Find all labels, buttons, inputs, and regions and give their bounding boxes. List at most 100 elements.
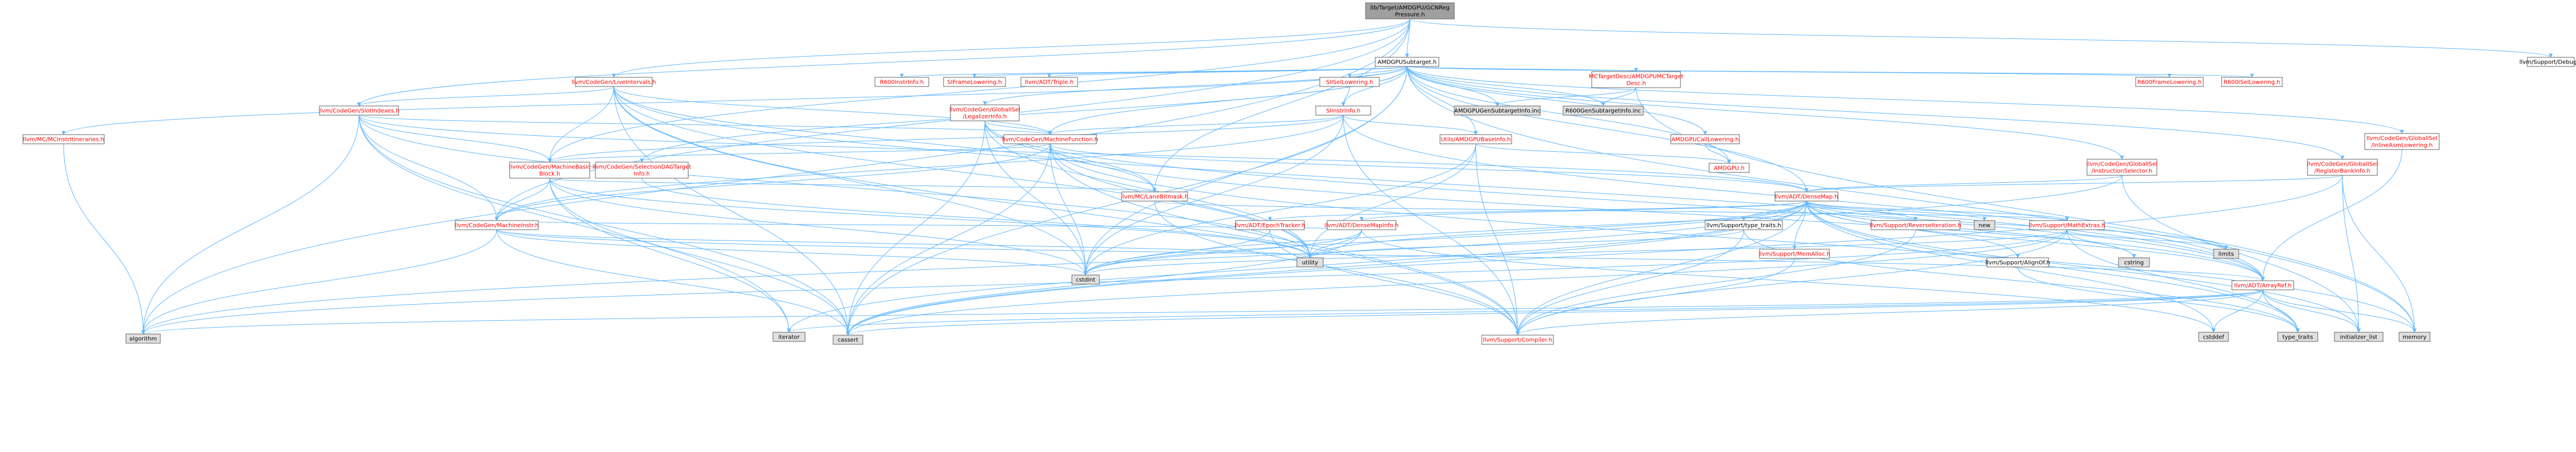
node-alignof: llvm/Support/AlignOf.h	[1986, 257, 2050, 268]
edge-slotindexes-to-machinebasicblock	[358, 115, 552, 163]
node-triple[interactable]: llvm/ADT/Triple.h	[1020, 77, 1078, 87]
edge-registerbankinfo-to-densemap	[1804, 175, 2343, 192]
edge-densemap-to-epochtracker	[1268, 201, 1807, 221]
node-label-liveintervals-0: llvm/CodeGen/LiveIntervals.h	[571, 80, 656, 86]
edge-siinstrinfo-to-cstdint	[1083, 115, 1344, 276]
node-siinstrinfo[interactable]: SIInstrInfo.h	[1315, 105, 1371, 116]
node-amdgpucalllowering[interactable]: AMDGPUCallLowering.h	[1670, 134, 1740, 144]
node-label-memory-0: memory	[2403, 335, 2427, 341]
node-box-siisellowering	[1319, 77, 1380, 87]
node-reverseiteration[interactable]: llvm/Support/ReverseIteration.h	[1870, 220, 1962, 230]
node-cstring: cstring	[2118, 257, 2150, 268]
edge-densemapinfo-to-cstddef	[1361, 229, 2216, 333]
node-box-arrayref	[2231, 280, 2294, 290]
node-densemapinfo[interactable]: llvm/ADT/DenseMapInfo.h	[1324, 220, 1399, 230]
edge-mathextras-to-cstdint	[1083, 229, 2068, 276]
edge-densemap-to-initializer_list	[1806, 201, 2361, 333]
edge-slotindexes-to-densemap	[358, 115, 1809, 192]
node-label-algorithm-0: algorithm	[129, 336, 157, 343]
node-label-alignof-0: llvm/Support/AlignOf.h	[1986, 260, 2050, 266]
node-r600instrinfo[interactable]: R600InstrInfo.h	[874, 77, 929, 87]
edge-amdgpubaseinfo-to-cstdint	[1083, 143, 1476, 276]
node-box-machinebasicblock	[509, 162, 590, 179]
node-r600gensubtargetinfo: R600GenSubtargetInfo.inc	[1563, 105, 1644, 116]
node-amdgpuh[interactable]: AMDGPU.h	[1709, 163, 1750, 173]
node-box-siinstrinfo	[1315, 105, 1371, 116]
node-label-legalizerinfo-1: /LegalizerInfo.h	[963, 114, 1007, 120]
node-siframelowering[interactable]: SIFrameLowering.h	[943, 77, 1006, 87]
edge-root-to-algorithm	[141, 18, 1410, 335]
node-label-new-0: new	[1979, 223, 1991, 229]
edge-amdgpusubtarget-to-registerbankinfo	[1407, 66, 2345, 160]
node-label-limits-0: limits	[2218, 251, 2234, 258]
node-box-amdgpusubtarget	[1375, 57, 1439, 67]
node-box-inlineasmlowering	[2364, 133, 2440, 150]
edge-densemap-to-algorithm	[141, 201, 1807, 335]
node-liveintervals[interactable]: llvm/CodeGen/LiveIntervals.h	[571, 77, 656, 87]
node-lanebitmask[interactable]: llvm/MC/LaneBitmask.h	[1121, 191, 1189, 202]
node-siisellowering[interactable]: SIISelLowering.h	[1319, 77, 1380, 87]
node-slotindexes[interactable]: llvm/CodeGen/SlotIndexes.h	[318, 105, 400, 116]
edge-siinstrinfo-to-compiler	[1343, 115, 1520, 336]
edge-machinebasicblock-to-iterator	[549, 178, 791, 333]
node-arrayref[interactable]: llvm/ADT/ArrayRef.h	[2231, 280, 2294, 290]
node-mathextras[interactable]: llvm/Support/MathExtras.h	[2029, 220, 2105, 230]
edges-layer	[61, 18, 2553, 336]
node-registerbankinfo[interactable]: llvm/CodeGen/GlobalISel/RegisterBankInfo…	[2307, 159, 2378, 176]
node-r600framelowering[interactable]: R600FrameLowering.h	[2135, 77, 2204, 87]
edge-root-to-lanebitmask	[1153, 18, 1410, 192]
edge-lanebitmask-to-compiler	[1154, 201, 1520, 336]
edge-densemap-to-type_traits	[1806, 201, 2300, 333]
edge-amdgpusubtarget-to-r600instrinfo	[900, 66, 1407, 78]
node-mcinstritineraries[interactable]: llvm/MC/MCInstrItineraries.h	[22, 134, 105, 144]
node-box-memory	[2399, 332, 2431, 342]
node-epochtracker[interactable]: llvm/ADT/EpochTracker.h	[1234, 220, 1305, 230]
node-label-machineinstr-0: llvm/CodeGen/MachineInstr.h	[455, 223, 539, 229]
node-amdgpubaseinfo[interactable]: Utils/AMDGPUBaseInfo.h	[1439, 134, 1512, 144]
edge-arrayref-to-cstddef	[2211, 289, 2263, 333]
edge-siisellowering-to-siinstrinfo	[1341, 86, 1350, 107]
node-utility: utility	[1296, 257, 1324, 268]
node-box-lanebitmask	[1121, 191, 1188, 202]
node-box-densemap	[1774, 191, 1839, 202]
node-amdgpugensubtargetinfo: AMDGPUGenSubtargetInfo.inc	[1454, 105, 1541, 116]
edge-mathextras-to-compiler	[1516, 229, 2068, 336]
node-box-epochtracker	[1235, 220, 1305, 230]
node-compiler[interactable]: llvm/Support/Compiler.h	[1481, 335, 1554, 345]
edge-machinebasicblock-to-cassert	[549, 178, 850, 336]
node-box-r600gensubtargetinfo	[1563, 105, 1644, 116]
edge-legalizerinfo-to-lanebitmask	[984, 120, 1157, 192]
node-machineinstr[interactable]: llvm/CodeGen/MachineInstr.h	[455, 220, 539, 230]
node-inlineasmlowering[interactable]: llvm/CodeGen/GlobalISel/InlineAsmLowerin…	[2364, 133, 2440, 150]
edge-arrayref-to-memory	[2262, 289, 2417, 333]
edge-siinstrinfo-to-machinebasicblock	[547, 115, 1344, 163]
node-legalizerinfo[interactable]: llvm/CodeGen/GlobalISel/LegalizerInfo.h	[949, 104, 1020, 121]
node-box-alignof	[1986, 257, 2049, 268]
node-memalloc[interactable]: llvm/Support/MemAlloc.h	[1758, 249, 1831, 259]
edge-slotindexes-to-machineinstr	[358, 115, 499, 221]
edge-amdgpusubtarget-to-siisellowering	[1347, 66, 1407, 78]
edge-mctargetdesc-to-memory	[1636, 87, 2417, 333]
node-machinefunction[interactable]: llvm/CodeGen/MachineFunction.h	[1002, 134, 1098, 144]
node-label-epochtracker-0: llvm/ADT/EpochTracker.h	[1234, 223, 1305, 229]
node-r600isellowering[interactable]: R600ISelLowering.h	[2221, 77, 2283, 87]
node-densemap[interactable]: llvm/ADT/DenseMap.h	[1774, 191, 1839, 202]
node-label-mctargetdesc-0: MCTargetDesc/AMDGPUMCTarget	[1589, 74, 1683, 80]
node-label-mcinstritineraries-0: llvm/MC/MCInstrItineraries.h	[23, 137, 104, 143]
node-instructionselector[interactable]: llvm/CodeGen/GlobalISel/InstructionSelec…	[2086, 159, 2157, 176]
edge-siinstrinfo-to-amdgpubaseinfo	[1343, 115, 1478, 135]
node-label-inlineasmlowering-1: /InlineAsmLowering.h	[2371, 143, 2432, 149]
node-label-r600framelowering-0: R600FrameLowering.h	[2137, 80, 2202, 86]
node-memory: memory	[2399, 332, 2431, 342]
edge-amdgpusubtarget-to-amdgpucalllowering	[1407, 66, 1707, 135]
edge-densemap-to-compiler	[1516, 201, 1807, 336]
node-label-registerbankinfo-1: /RegisterBankInfo.h	[2314, 168, 2370, 175]
edge-mathextras-to-type_traits	[2066, 229, 2300, 333]
edge-arrayref-to-compiler	[1516, 289, 2263, 336]
edge-slotindexes-to-iterator	[358, 115, 791, 333]
node-label-cstddef-0: cstddef	[2203, 335, 2224, 341]
edge-amdgpusubtarget-to-siframelowering	[973, 66, 1407, 78]
